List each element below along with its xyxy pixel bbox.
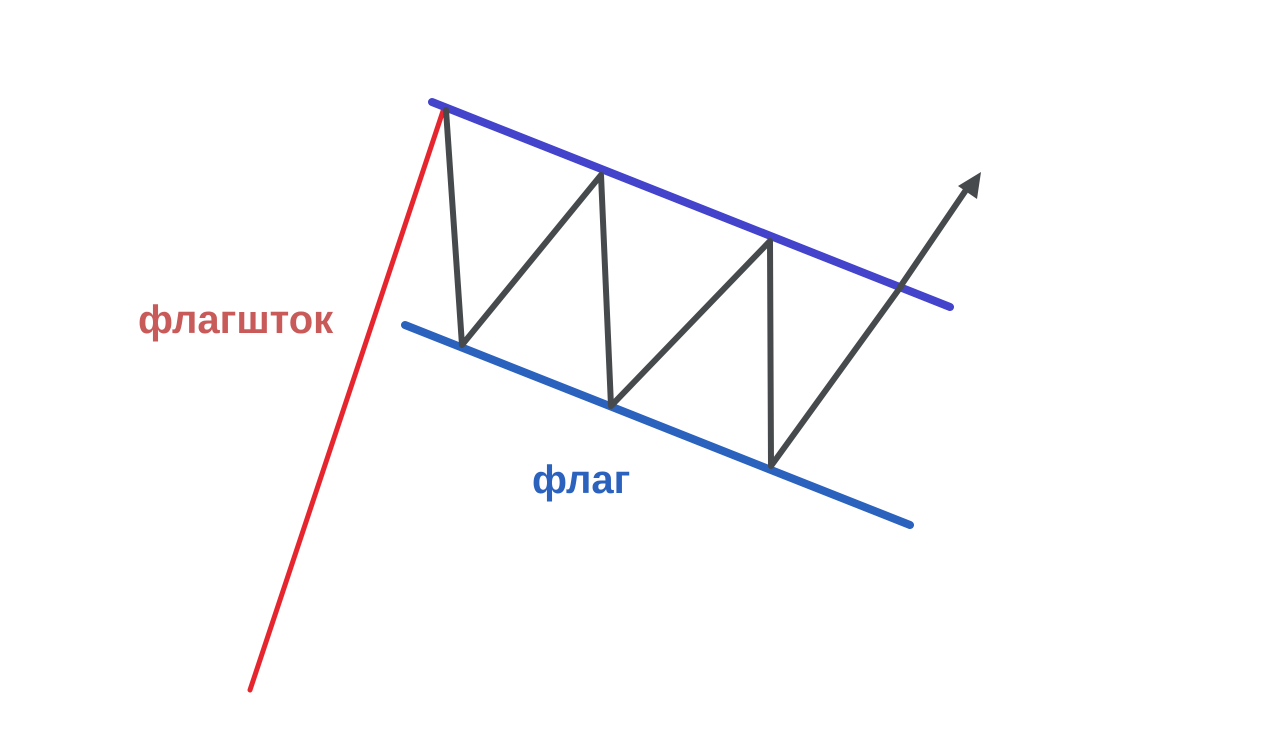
upper-channel-line (428, 98, 954, 311)
arrow-up-right-icon (897, 172, 981, 290)
lower-channel-line (401, 321, 914, 529)
flagpole-label: флагшток (138, 298, 334, 342)
breakout-line (897, 187, 969, 290)
flag-label: флаг (532, 458, 631, 502)
flagpole-line (247, 105, 447, 693)
price-zigzag-path (443, 107, 905, 469)
breakout-arrowhead (958, 172, 981, 199)
